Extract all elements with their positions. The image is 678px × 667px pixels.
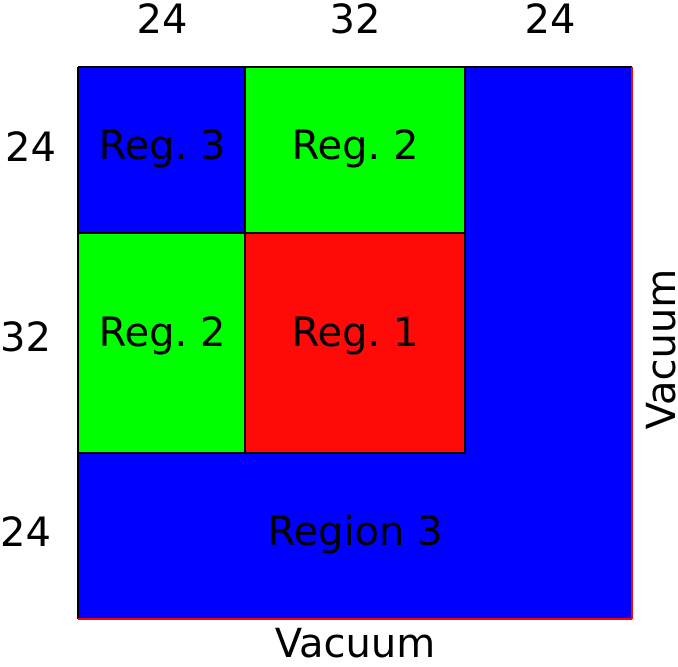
top-dimension-right: 24: [524, 0, 576, 43]
top-dimension-left: 24: [136, 0, 188, 43]
region-label-reg-1: Reg. 1: [291, 310, 419, 356]
top-dimension-center: 32: [329, 0, 381, 43]
region-label-reg-3: Reg. 3: [98, 123, 226, 169]
right-vacuum-label: Vacuum: [639, 268, 678, 430]
top-left-region-3: [78, 67, 245, 233]
top-center-region-2: [245, 67, 465, 233]
region-label-reg-2-top: Reg. 2: [291, 123, 419, 169]
bottom-vacuum-label: Vacuum: [274, 621, 436, 667]
region-label-reg-2-left: Reg. 2: [98, 310, 226, 356]
left-dimension-bottom: 24: [0, 510, 51, 556]
middle-left-region-2: [78, 233, 245, 453]
left-dimension-middle: 32: [0, 315, 51, 361]
center-region-1: [245, 233, 465, 453]
region-label-region-3: Region 3: [267, 509, 443, 555]
left-dimension-top: 24: [5, 125, 56, 171]
